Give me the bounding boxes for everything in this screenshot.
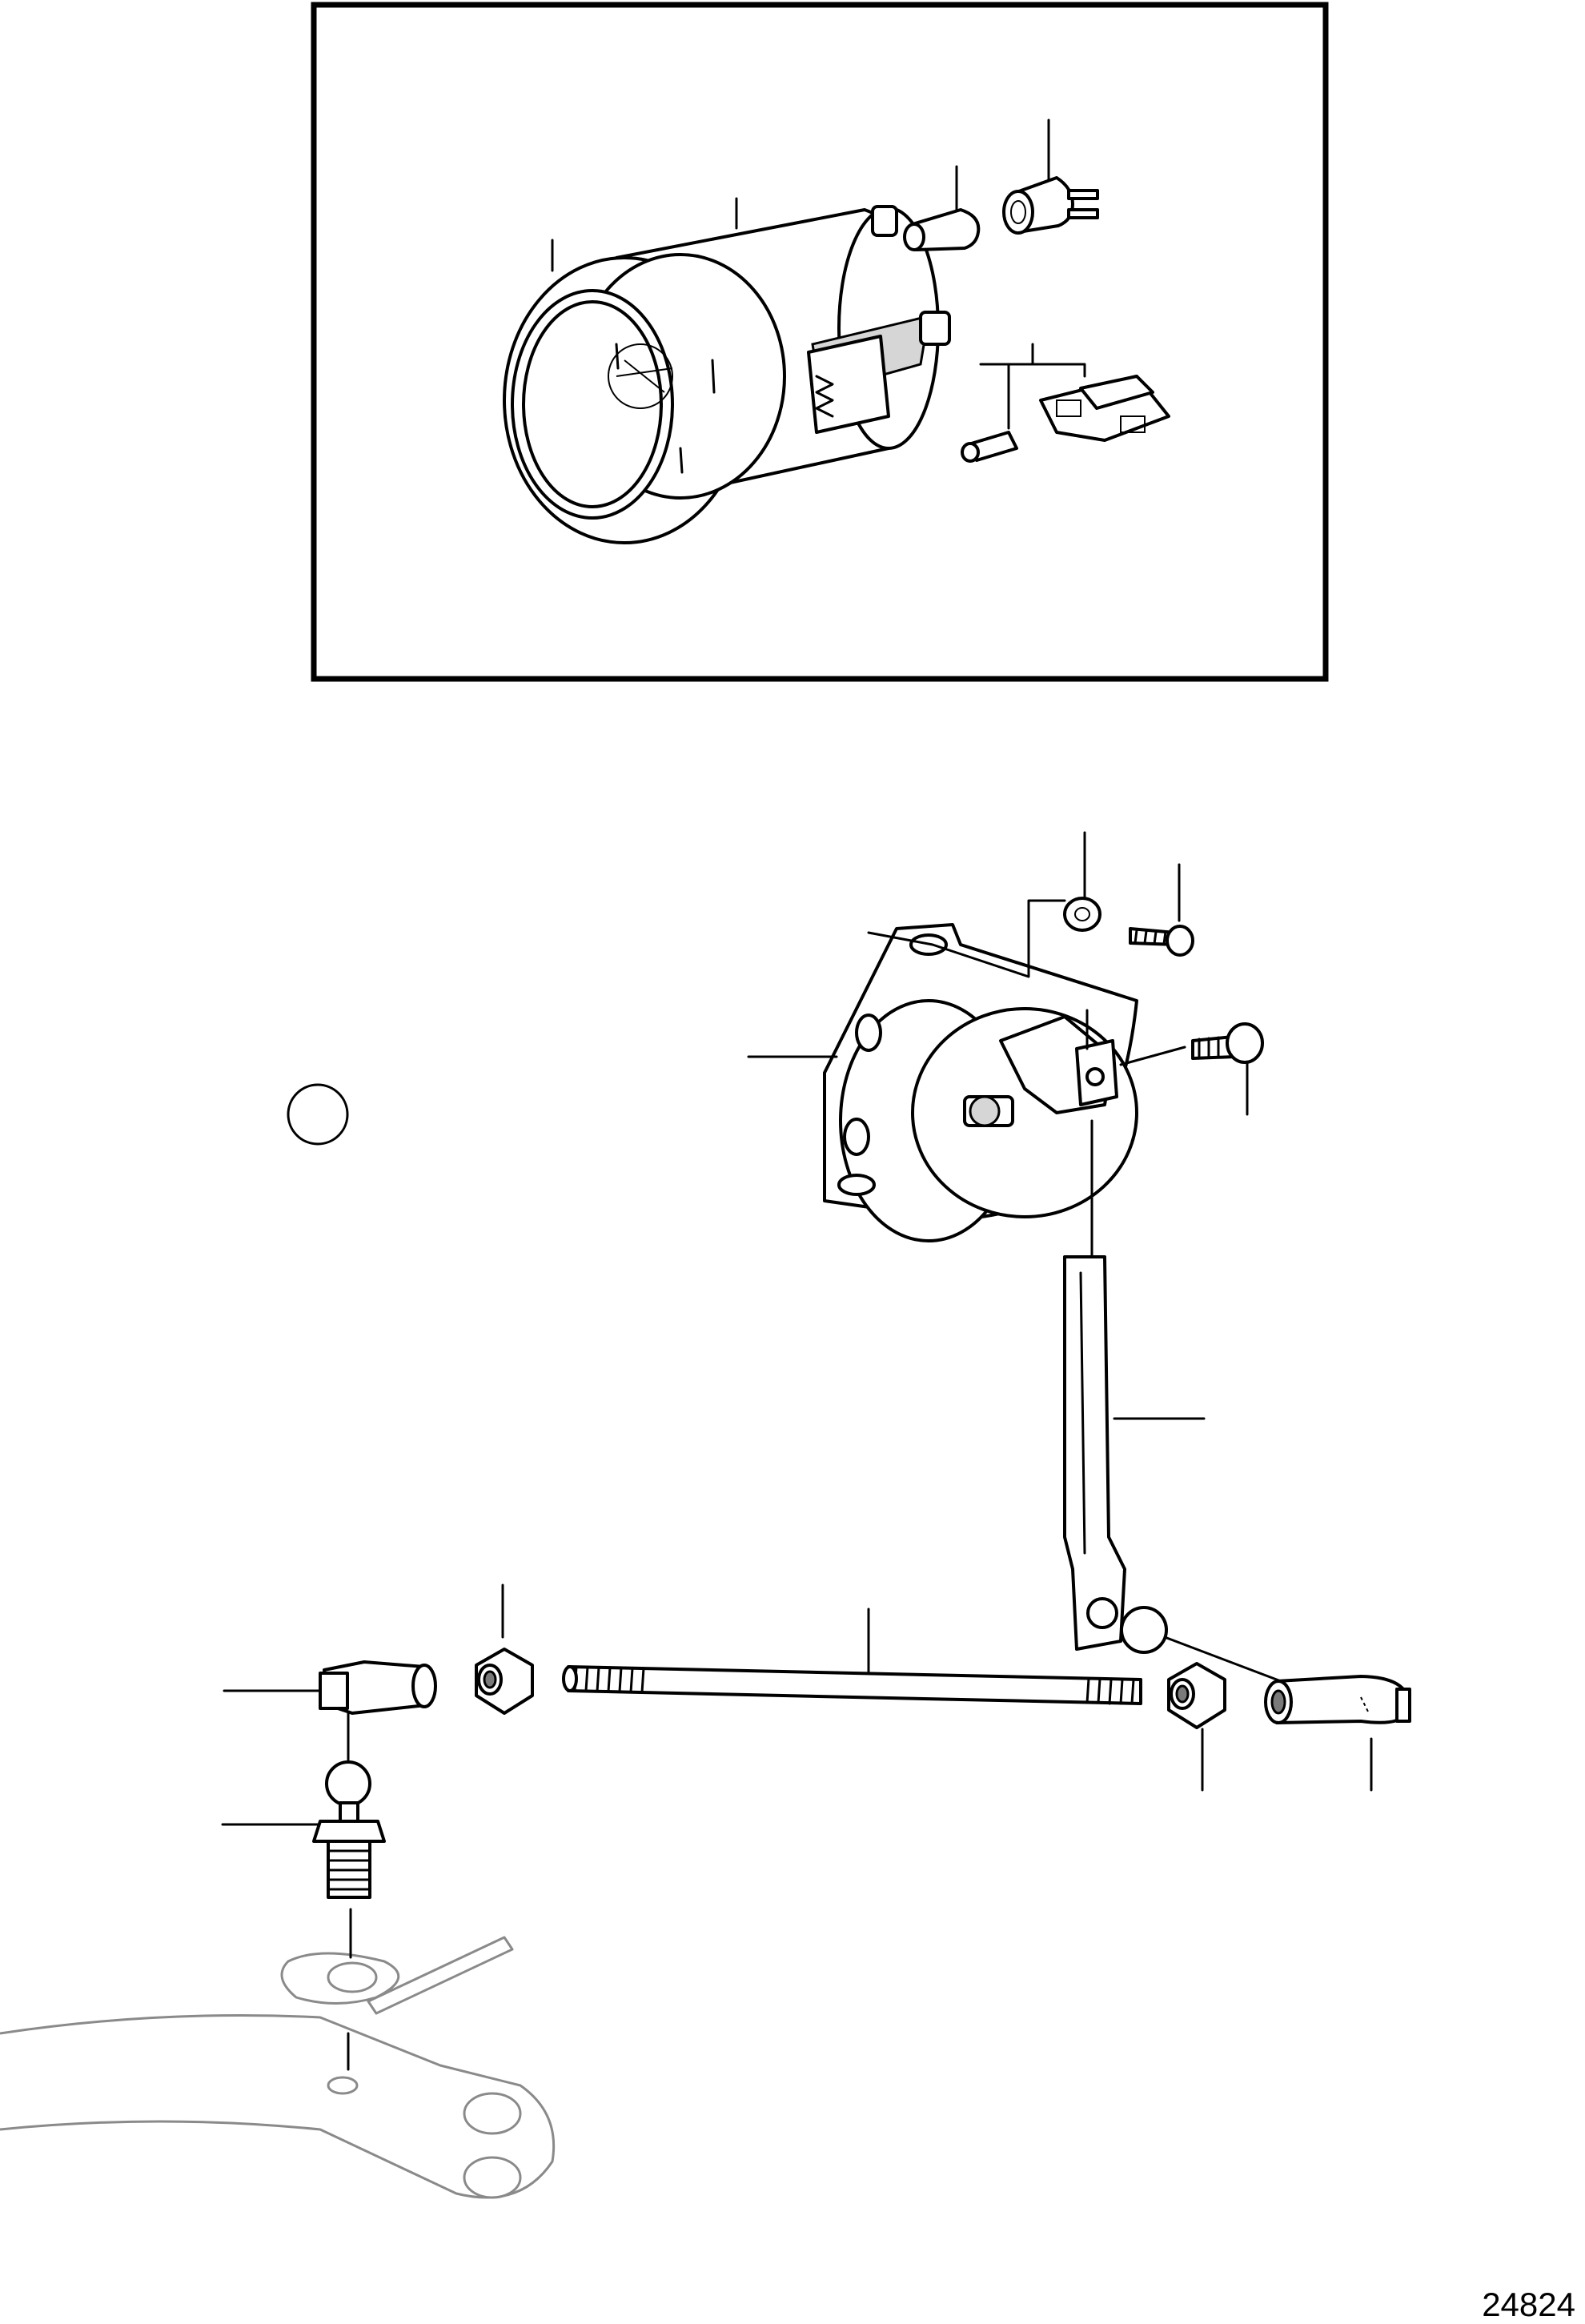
gauge-instrument <box>503 205 951 544</box>
bolt-arm <box>1191 1022 1264 1064</box>
threaded-rod <box>562 1665 1142 1705</box>
screw-small <box>1129 925 1194 957</box>
connector-block <box>1039 375 1170 442</box>
dial-face <box>608 343 673 409</box>
lever-arm-ghost <box>0 2014 556 2199</box>
ball-socket-left <box>319 1660 437 1715</box>
figure-reference-number: 24824 <box>1482 2286 1575 2323</box>
ball-stud-left <box>312 1760 386 1899</box>
sender-unit <box>823 923 1138 1242</box>
reference-circle <box>287 1083 349 1146</box>
flange-hole-bottom <box>837 1174 876 1196</box>
bulb-holder <box>1002 176 1099 235</box>
ball-stud-link <box>1120 1606 1168 1654</box>
cable-terminal <box>961 431 1018 463</box>
link-arm <box>1063 1255 1126 1651</box>
lock-washer-ghost <box>280 1936 514 2015</box>
inset-leaders <box>551 118 1086 430</box>
lower-leaders <box>221 831 1373 2071</box>
nut-right <box>1167 1662 1226 1729</box>
nut-left <box>475 1648 534 1715</box>
washer-small <box>1063 897 1101 932</box>
bulb <box>903 208 981 251</box>
gauge-inset <box>311 2 1329 682</box>
ball-socket-right <box>1264 1675 1411 1724</box>
